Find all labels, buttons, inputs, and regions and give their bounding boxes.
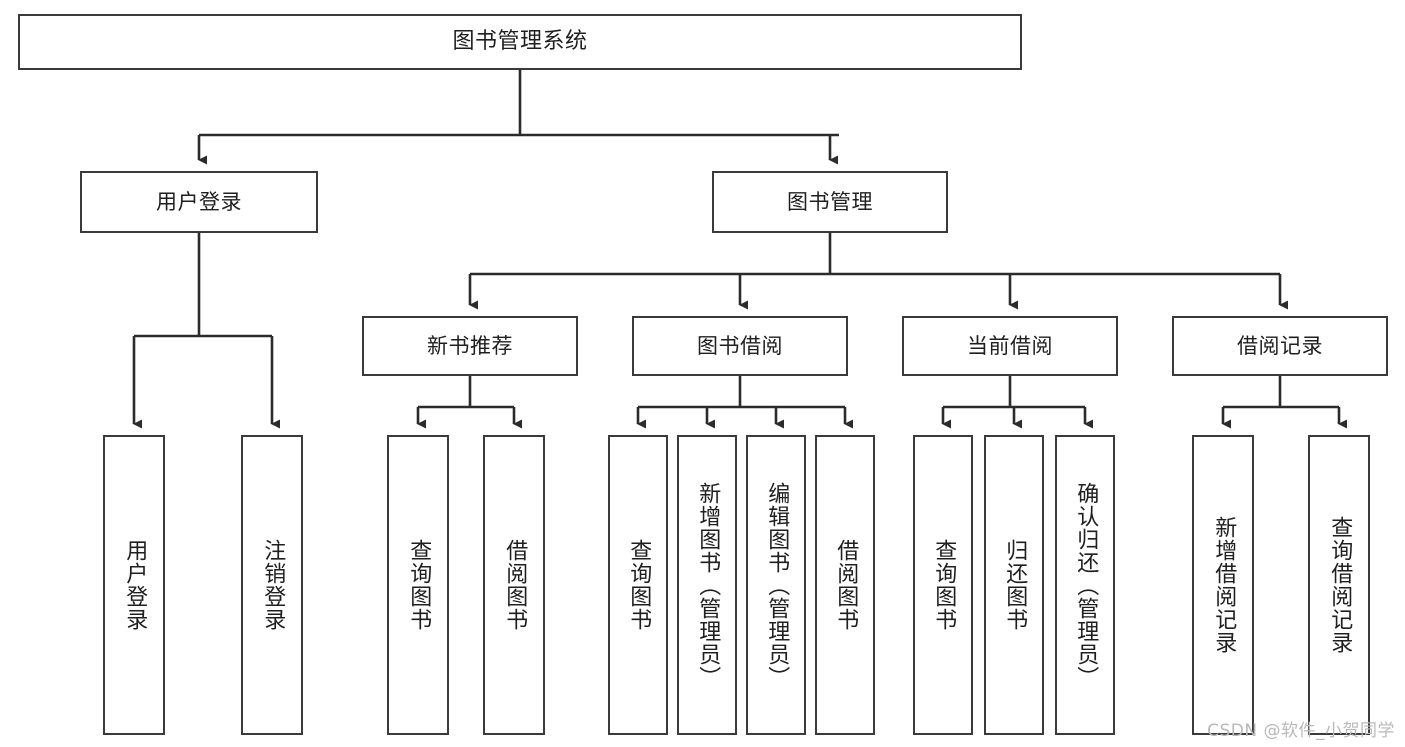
node-leaf-return-book-label: 归还图书 xyxy=(1002,539,1028,631)
node-current-borrow-label: 当前借阅 xyxy=(967,333,1053,358)
node-book-borrow-label: 图书借阅 xyxy=(697,333,783,358)
node-root[interactable]: 图书管理系统 xyxy=(18,14,1022,70)
node-leaf-query-book-1-label: 查询图书 xyxy=(406,539,432,631)
node-leaf-query-record[interactable]: 查询借阅记录 xyxy=(1308,435,1370,735)
node-leaf-query-book-2-label: 查询图书 xyxy=(626,539,652,631)
node-leaf-edit-book[interactable]: 编辑图书（管理员） xyxy=(746,435,806,735)
node-leaf-add-book[interactable]: 新增图书（管理员） xyxy=(677,435,737,735)
node-leaf-borrow-book-2-label: 借阅图书 xyxy=(833,539,859,631)
node-leaf-user-login-label: 用户登录 xyxy=(122,539,148,631)
node-leaf-add-record[interactable]: 新增借阅记录 xyxy=(1192,435,1254,735)
node-leaf-query-book-2[interactable]: 查询图书 xyxy=(608,435,668,735)
node-leaf-query-record-label: 查询借阅记录 xyxy=(1327,516,1353,654)
node-book-manage[interactable]: 图书管理 xyxy=(712,171,948,233)
node-borrow-record[interactable]: 借阅记录 xyxy=(1172,316,1388,376)
node-new-book-recommend-label: 新书推荐 xyxy=(427,333,513,358)
node-leaf-query-book-3-label: 查询图书 xyxy=(931,539,957,631)
node-root-label: 图书管理系统 xyxy=(452,29,588,55)
node-leaf-confirm-return[interactable]: 确认归还（管理员） xyxy=(1055,435,1115,735)
node-borrow-record-label: 借阅记录 xyxy=(1237,333,1323,358)
node-book-borrow[interactable]: 图书借阅 xyxy=(632,316,848,376)
node-leaf-borrow-book-2[interactable]: 借阅图书 xyxy=(815,435,875,735)
node-leaf-borrow-book-1[interactable]: 借阅图书 xyxy=(483,435,545,735)
node-leaf-return-book[interactable]: 归还图书 xyxy=(984,435,1044,735)
node-leaf-query-book-1[interactable]: 查询图书 xyxy=(387,435,449,735)
watermark: CSDN @软件_小贺同学 xyxy=(1207,721,1395,741)
node-leaf-add-record-label: 新增借阅记录 xyxy=(1211,516,1237,654)
node-book-manage-label: 图书管理 xyxy=(787,189,873,214)
node-leaf-logout[interactable]: 注销登录 xyxy=(241,435,303,735)
node-leaf-query-book-3[interactable]: 查询图书 xyxy=(913,435,973,735)
node-leaf-add-book-label: 新增图书（管理员） xyxy=(695,481,721,689)
node-leaf-edit-book-label: 编辑图书（管理员） xyxy=(764,481,790,689)
node-leaf-confirm-return-label: 确认归还（管理员） xyxy=(1073,481,1099,689)
node-leaf-borrow-book-1-label: 借阅图书 xyxy=(502,539,528,631)
node-leaf-user-login[interactable]: 用户登录 xyxy=(103,435,165,735)
node-user-login-label: 用户登录 xyxy=(156,189,242,214)
node-leaf-logout-label: 注销登录 xyxy=(260,539,286,631)
node-user-login[interactable]: 用户登录 xyxy=(80,171,318,233)
node-current-borrow[interactable]: 当前借阅 xyxy=(902,316,1118,376)
node-new-book-recommend[interactable]: 新书推荐 xyxy=(362,316,578,376)
